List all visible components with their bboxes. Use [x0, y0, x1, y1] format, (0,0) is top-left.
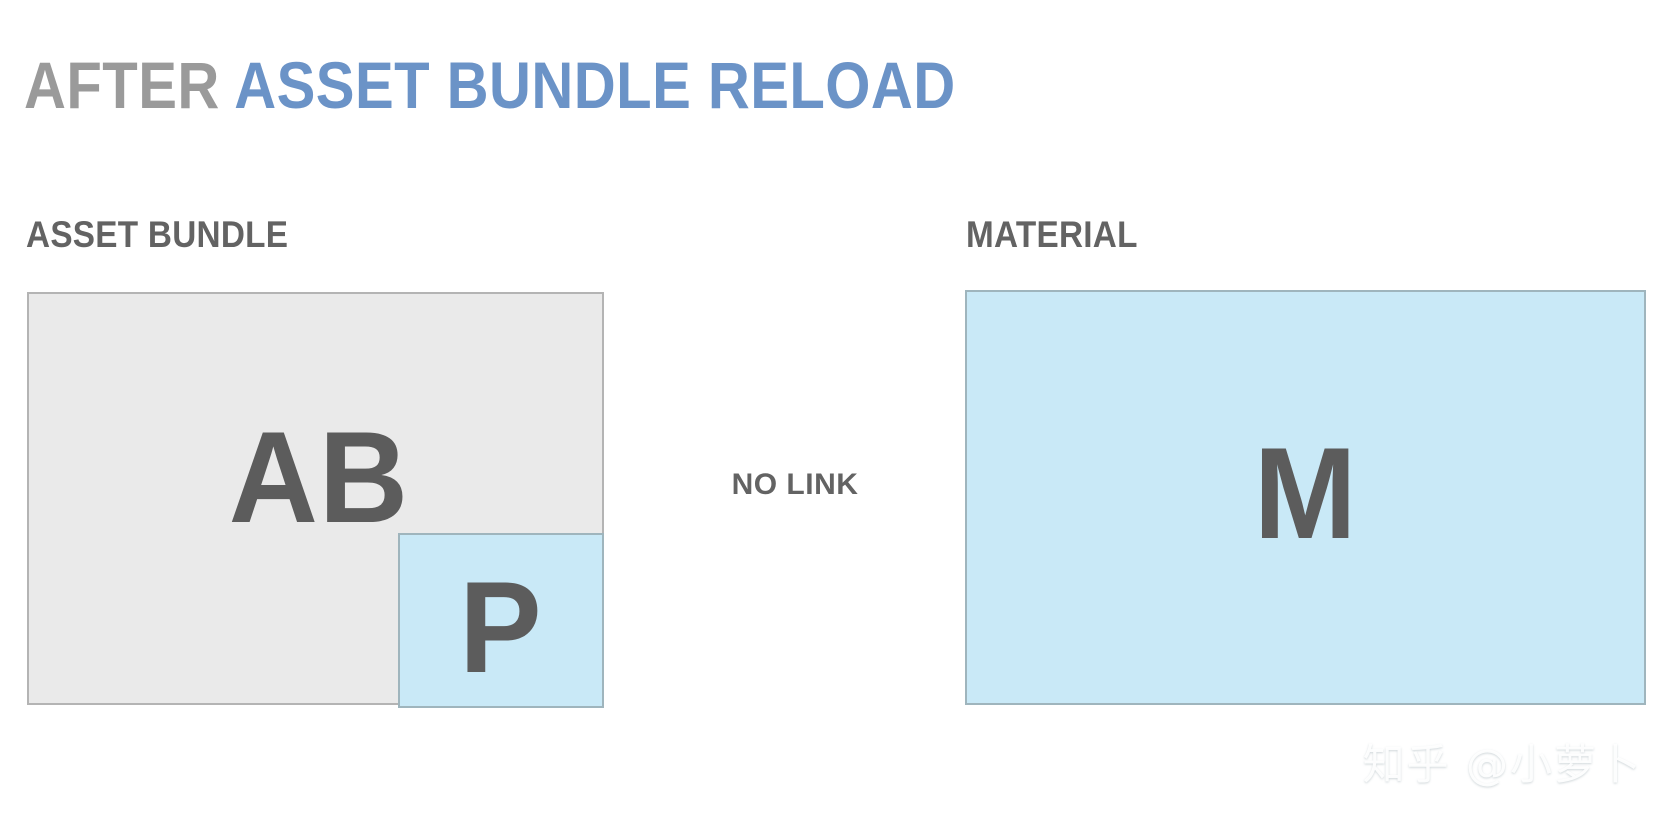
asset-bundle-box: AB	[27, 292, 604, 705]
material-caption: MATERIAL	[966, 214, 1138, 255]
watermark: 知乎 @小萝卜	[1362, 740, 1642, 789]
page-title: AFTER ASSET BUNDLE RELOAD	[24, 50, 956, 120]
material-box-letter: M	[1253, 419, 1358, 566]
page-title-prefix: AFTER	[24, 48, 235, 122]
prefab-box-letter: P	[459, 553, 543, 700]
material-box: M	[965, 290, 1646, 705]
asset-bundle-caption: ASSET BUNDLE	[26, 214, 289, 255]
no-link-label: NO LINK	[731, 468, 859, 501]
prefab-box: P	[398, 533, 604, 708]
page-title-highlight: ASSET BUNDLE RELOAD	[234, 48, 956, 122]
asset-bundle-box-letter: AB	[228, 403, 409, 550]
